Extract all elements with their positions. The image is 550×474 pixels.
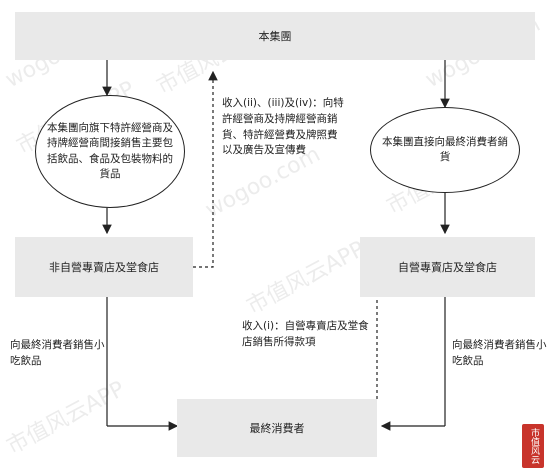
right-bottom-note: 向最終消費者銷售小吃飲品 [452,339,547,367]
left-bottom-note: 向最終消費者銷售小吃飲品 [10,339,105,367]
income-i-note: 收入(i)：自營專賣店及堂食店銷售所得款項 [242,320,369,348]
income-ii-iv-note: 收入(ii)、(iii)及(iv)：向特許經營商及持牌經營商銷貨、特許經營費及牌… [222,97,344,157]
seal-text: 市值风云 [528,428,539,464]
self-operated-store-box: 自營專賣店及堂食店 [360,237,535,297]
ellipse-indirect-sales: 本集團向旗下特許經營商及持牌經營商間接銷售主要包括飲品、食品及包裝物料的貨品 [35,95,185,208]
non-self-operated-store-box: 非自營專賣店及堂食店 [15,237,193,297]
seal-logo: 市值风云 [522,424,544,468]
ellipse-direct-sales: 本集團直接向最終消費者銷貨 [370,107,520,193]
group-box: 本集團 [15,12,535,60]
end-consumer-box: 最終消費者 [177,399,377,457]
